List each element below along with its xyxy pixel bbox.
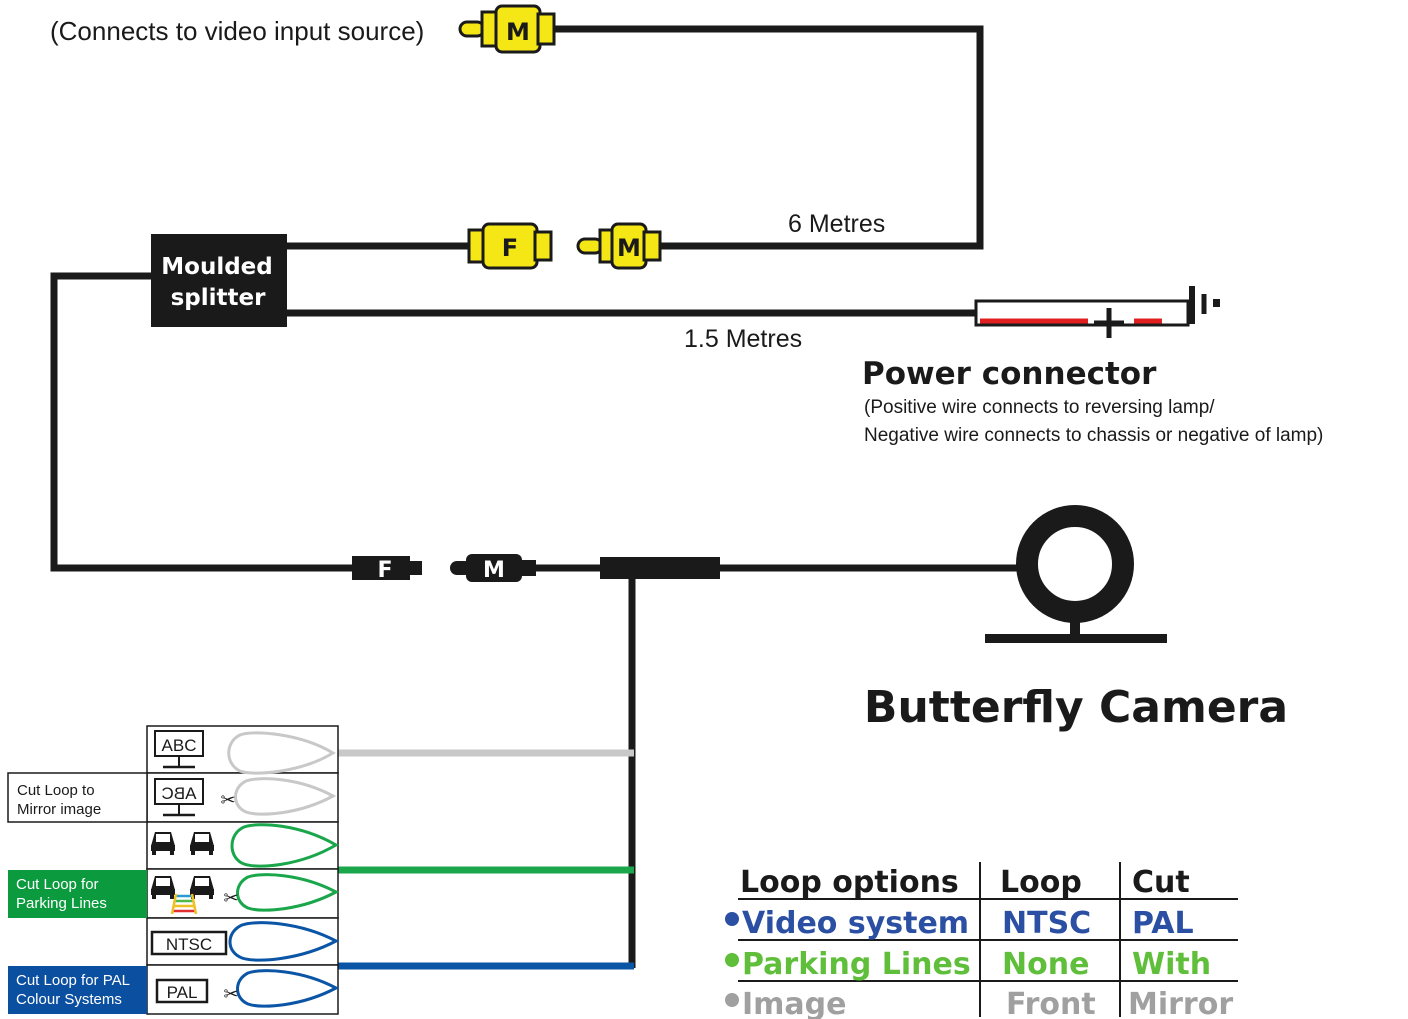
rca-male-connector-black: M xyxy=(450,554,536,583)
connector-m-label: M xyxy=(617,234,641,262)
table-row-loop: NTSC xyxy=(1002,906,1091,941)
loop-options-table: Loop options Loop Cut Video system NTSC … xyxy=(725,862,1238,1019)
ground-icon xyxy=(1213,299,1220,307)
one-five-metres-label: 1.5 Metres xyxy=(684,325,802,353)
parking-lines-icon xyxy=(170,893,198,915)
power-connector-title: Power connector xyxy=(862,356,1157,392)
table-row-cut: PAL xyxy=(1132,906,1194,941)
car-icon xyxy=(190,832,214,855)
cut-loop-pal-line2: Colour Systems xyxy=(16,991,122,1008)
table-row-option: Image xyxy=(742,987,847,1019)
loop-wires xyxy=(338,749,634,970)
abc-mirror-label: ABC xyxy=(162,784,197,803)
scissors-icon: ✂ xyxy=(220,790,235,810)
cut-loop-pal-label: Cut Loop for PAL Colour Systems xyxy=(8,966,147,1014)
monitor-icon xyxy=(154,730,204,769)
six-metres-label: 6 Metres xyxy=(788,210,885,238)
grey-loop xyxy=(234,777,337,816)
power-connector-desc-line2: Negative wire connects to chassis or neg… xyxy=(864,425,1323,446)
butterfly-camera xyxy=(985,505,1167,643)
monitor-icon xyxy=(154,778,204,817)
table-row-option: Parking Lines xyxy=(742,947,971,982)
loop-options-panel: ABC ABC ✂ xyxy=(7,725,340,1015)
car-icon xyxy=(151,832,175,855)
moulded-splitter: Moulded splitter xyxy=(151,234,287,327)
connector-m-label: M xyxy=(483,558,505,583)
cut-loop-parking-line1: Cut Loop for xyxy=(16,876,99,893)
abc-normal-label: ABC xyxy=(162,736,197,755)
table-row-loop: Front xyxy=(1006,987,1096,1019)
green-loop xyxy=(236,873,340,912)
camera-main-wire xyxy=(50,272,356,572)
scissors-icon: ✂ xyxy=(223,888,238,908)
table-row-loop: None xyxy=(1002,947,1089,982)
cut-loop-parking-line2: Parking Lines xyxy=(16,895,107,912)
table-row-option: Video system xyxy=(742,906,969,941)
table-row-cut: With xyxy=(1132,947,1211,982)
rca-female-connector-yellow: F xyxy=(467,222,553,270)
video-input-wire xyxy=(553,25,984,250)
power-connector xyxy=(974,286,1220,338)
bullet-icon xyxy=(725,912,739,926)
scissors-icon: ✂ xyxy=(223,984,238,1004)
connector-f-label: F xyxy=(502,234,518,262)
loop-junction-block xyxy=(600,557,720,579)
splitter-label-line1: Moulded xyxy=(161,254,272,280)
cut-loop-parking-label: Cut Loop for Parking Lines xyxy=(8,870,147,918)
cut-loop-mirror-line2: Mirror image xyxy=(17,801,102,818)
table-row-cut: Mirror xyxy=(1128,987,1233,1019)
video-source-label: (Connects to video input source) xyxy=(50,16,424,46)
cut-loop-mirror-line1: Cut Loop to xyxy=(17,782,95,799)
camera-icon xyxy=(1016,505,1134,623)
wires xyxy=(50,25,1030,968)
camera-title: Butterfly Camera xyxy=(864,682,1288,733)
pal-label: PAL xyxy=(167,983,198,1002)
power-connector-desc-line1: (Positive wire connects to reversing lam… xyxy=(864,397,1215,418)
table-header-loop: Loop xyxy=(1000,865,1082,900)
ntsc-label: NTSC xyxy=(166,935,212,954)
connector-m-label: M xyxy=(506,18,530,46)
grey-loop xyxy=(227,731,336,775)
cut-loop-pal-line1: Cut Loop for PAL xyxy=(16,972,130,989)
connector-f-label: F xyxy=(377,558,392,583)
rca-male-connector-input: M xyxy=(458,4,556,54)
rca-female-connector-black: F xyxy=(352,556,422,583)
table-header-options: Loop options xyxy=(740,865,959,900)
table-header-cut: Cut xyxy=(1132,865,1190,900)
rca-male-connector-yellow: M xyxy=(576,222,662,270)
splitter-label-line2: splitter xyxy=(171,285,267,311)
green-loop xyxy=(230,823,339,868)
bullet-icon xyxy=(725,993,739,1007)
cut-loop-mirror-label: Cut Loop to Mirror image xyxy=(9,778,146,822)
bullet-icon xyxy=(725,953,739,967)
blue-loop xyxy=(228,921,340,962)
car-icon xyxy=(151,876,175,899)
blue-loop xyxy=(236,969,340,1008)
